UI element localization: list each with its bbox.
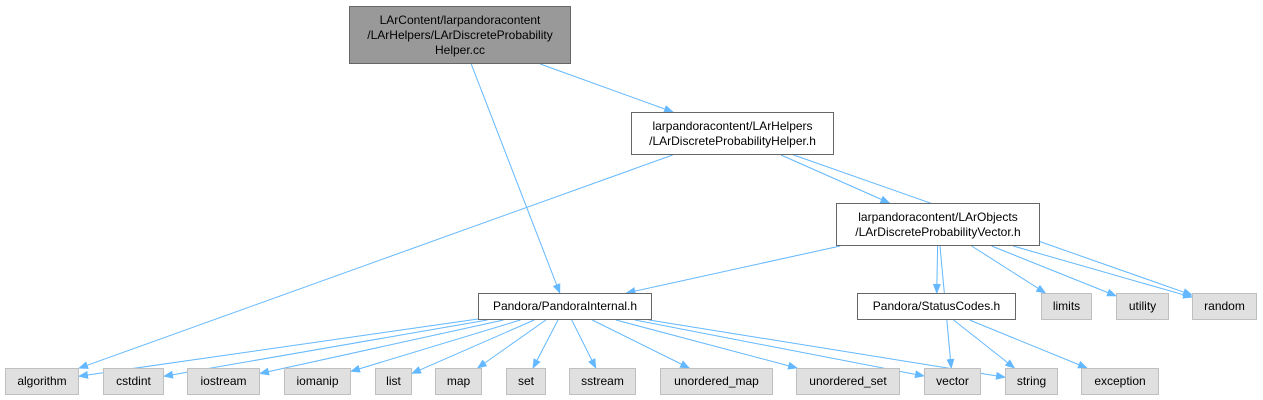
dependency-edges (78, 63, 1193, 380)
node-probability-helper-header[interactable]: larpandoracontent/LArHelpers /LArDiscret… (631, 112, 834, 155)
edge-pandora_internal-to-iomanip (350, 319, 521, 373)
node-set[interactable]: set (506, 368, 546, 395)
node-list[interactable]: list (375, 368, 412, 395)
edge-pandora_internal-to-iostream (259, 319, 504, 376)
edge-pandora_internal-to-vector (634, 319, 925, 379)
node-unordered-map[interactable]: unordered_map (660, 368, 773, 395)
edge-helper_h-to-vector_h (780, 154, 891, 204)
edge-pandora_internal-to-unordered_set (615, 319, 799, 370)
node-probability-vector-header[interactable]: larpandoracontent/LArObjects /LArDiscret… (836, 203, 1040, 246)
node-random[interactable]: random (1192, 293, 1257, 320)
edge-pandora_internal-to-list (411, 319, 535, 374)
edge-pandora_internal-to-set (532, 319, 559, 369)
edge-pandora_internal-to-algorithm (78, 318, 479, 379)
edge-root-to-helper_h (540, 63, 674, 113)
edge-status_codes-to-string (953, 319, 1016, 369)
node-string[interactable]: string (1005, 368, 1058, 395)
edge-helper_h-to-algorithm (78, 154, 673, 369)
node-iomanip[interactable]: iomanip (284, 368, 351, 395)
node-unordered-set[interactable]: unordered_set (796, 368, 900, 395)
node-root-file[interactable]: LArContent/larpandoracontent /LArHelpers… (349, 6, 571, 64)
edge-pandora_internal-to-unordered_map (592, 319, 691, 369)
edge-pandora_internal-to-string (648, 319, 1006, 380)
node-exception[interactable]: exception (1081, 368, 1159, 395)
edge-vector_h-to-status_codes (932, 245, 941, 294)
node-pandora-internal-header[interactable]: Pandora/PandoraInternal.h (478, 293, 652, 320)
edge-vector_h-to-utility (991, 245, 1117, 297)
edge-pandora_internal-to-cstdint (163, 319, 488, 379)
node-limits[interactable]: limits (1041, 293, 1092, 320)
edge-vector_h-to-limits (971, 245, 1047, 294)
edge-status_codes-to-exception (969, 319, 1088, 369)
edge-pandora_internal-to-map (476, 319, 547, 369)
edge-vector_h-to-pandora_internal (625, 245, 841, 295)
edge-pandora_internal-to-sstream (571, 319, 597, 369)
edge-vector_h-to-random (1012, 245, 1193, 299)
node-map[interactable]: map (435, 368, 482, 395)
edge-root-to-pandora_internal (470, 63, 561, 294)
node-sstream[interactable]: sstream (569, 368, 636, 395)
node-cstdint[interactable]: cstdint (103, 368, 164, 395)
node-status-codes-header[interactable]: Pandora/StatusCodes.h (857, 293, 1016, 320)
node-algorithm[interactable]: algorithm (5, 368, 79, 395)
node-utility[interactable]: utility (1116, 293, 1169, 320)
node-vector[interactable]: vector (924, 368, 981, 395)
node-iostream[interactable]: iostream (187, 368, 260, 395)
